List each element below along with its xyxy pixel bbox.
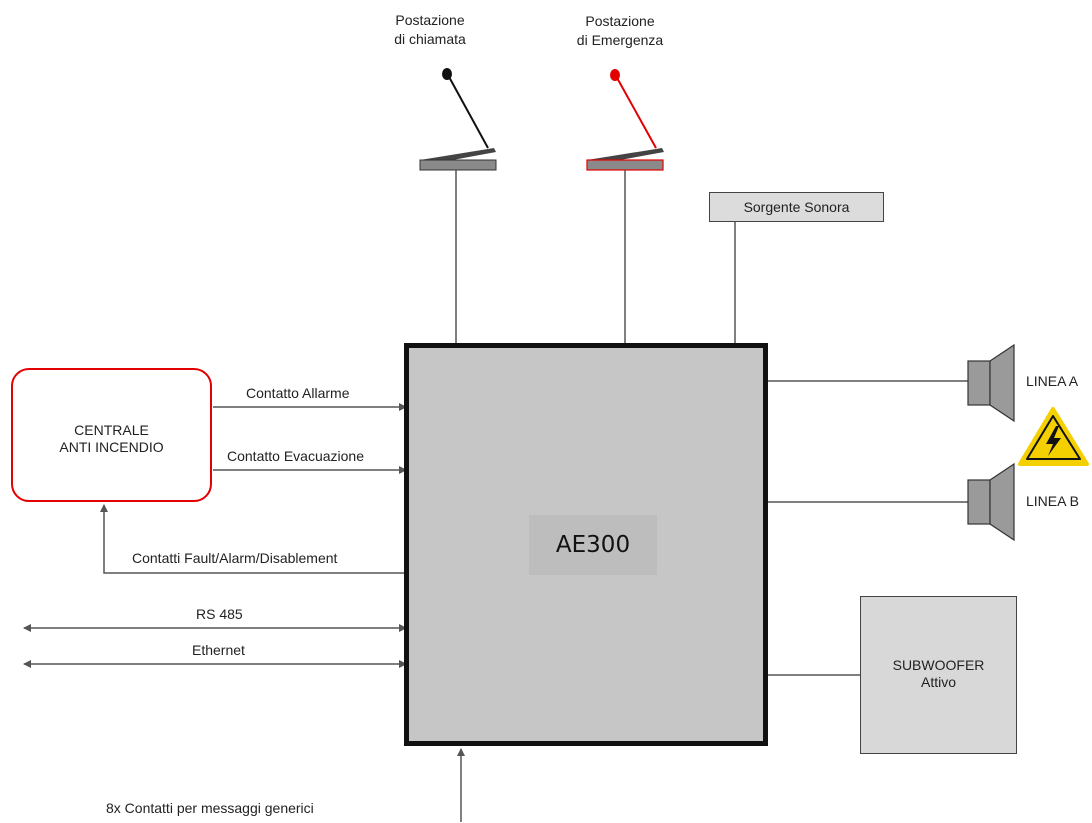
line-a-label: LINEA A	[1026, 373, 1079, 389]
emergency-station-label: Postazione di Emergenza	[560, 12, 680, 50]
fire-panel-label-line1: CENTRALE	[74, 422, 149, 438]
fire-panel-label: CENTRALE ANTI INCENDIO	[13, 422, 210, 456]
subwoofer-label-line2: Attivo	[920, 674, 956, 690]
alarm-contact-label: Contatto Allarme	[246, 385, 350, 401]
fire-panel-box: CENTRALE ANTI INCENDIO	[11, 368, 212, 502]
subwoofer-box: SUBWOOFER Attivo	[860, 596, 1017, 754]
emergency-station-label-line2: di Emergenza	[576, 32, 664, 48]
microphone-icon	[419, 68, 497, 346]
emergency-station-label-line1: Postazione	[585, 13, 655, 29]
generic-contacts-label: 8x Contatti per messaggi generici	[106, 800, 314, 816]
sound-source-box: Sorgente Sonora	[709, 192, 884, 222]
emergency-microphone-icon	[586, 69, 664, 346]
call-station-label: Postazione di chiamata	[380, 11, 480, 49]
fault-contacts-label: Contatti Fault/Alarm/Disablement	[132, 550, 338, 566]
speaker-icon	[967, 462, 1015, 542]
speaker-icon	[967, 343, 1015, 423]
rs485-label: RS 485	[196, 606, 243, 622]
ae300-label: AE300	[529, 515, 657, 575]
subwoofer-label: SUBWOOFER Attivo	[861, 657, 1016, 691]
call-station-label-line2: di chiamata	[394, 31, 466, 47]
fire-panel-label-line2: ANTI INCENDIO	[59, 439, 164, 455]
call-station-label-line1: Postazione	[395, 12, 465, 28]
line-b-label: LINEA B	[1026, 493, 1079, 509]
evacuation-contact-label: Contatto Evacuazione	[227, 448, 364, 464]
subwoofer-label-line1: SUBWOOFER	[892, 657, 985, 673]
sound-source-label: Sorgente Sonora	[743, 199, 850, 215]
ethernet-label: Ethernet	[192, 642, 245, 658]
ae300-unit: AE300	[404, 343, 768, 746]
high-voltage-warning-icon	[1018, 407, 1089, 466]
